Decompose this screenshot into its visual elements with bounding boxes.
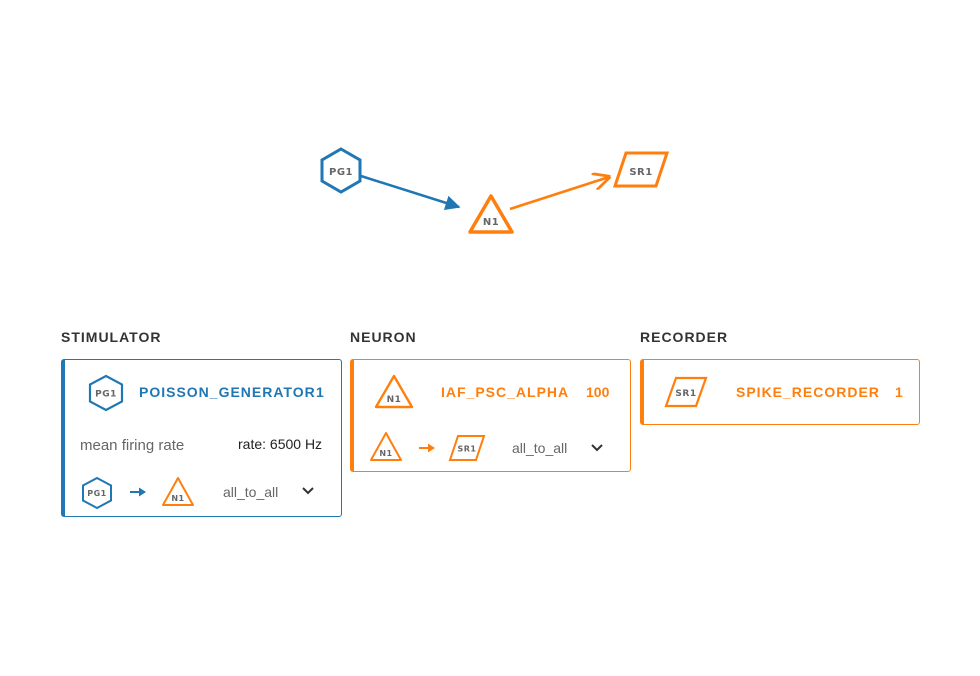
node-model-label[interactable]: SPIKE_RECORDER — [736, 384, 880, 400]
svg-text:N1: N1 — [171, 494, 184, 503]
hexagon-node-icon[interactable]: PG1 — [87, 374, 125, 412]
graph-node-label: SR1 — [629, 167, 652, 178]
graph-node-label: N1 — [483, 217, 499, 228]
triangle-node-icon: N1 — [162, 477, 194, 506]
svg-text:PG1: PG1 — [95, 390, 117, 400]
node-model-label[interactable]: POISSON_GENERATOR — [139, 384, 316, 400]
svg-text:N1: N1 — [387, 395, 402, 405]
graph-node-pg1[interactable]: PG1 — [320, 147, 362, 194]
recorder-column-title: RECORDER — [640, 329, 729, 345]
svg-text:SR1: SR1 — [458, 445, 477, 454]
connection-rule-select[interactable]: all_to_all — [512, 440, 568, 456]
svg-text:N1: N1 — [379, 449, 392, 458]
param-label: mean firing rate — [80, 437, 185, 454]
svg-text:SR1: SR1 — [675, 389, 696, 399]
stimulator-node-card[interactable]: PG1 POISSON_GENERATOR 1 mean firing rate… — [61, 359, 342, 517]
parallelogram-node-icon: SR1 — [448, 435, 486, 461]
stimulator-column-title: STIMULATOR — [61, 329, 162, 345]
svg-text:PG1: PG1 — [87, 489, 107, 498]
network-graph: PG1 N1 SR1 — [320, 147, 670, 234]
parallelogram-node-icon — [612, 151, 670, 188]
hexagon-node-icon — [320, 147, 362, 194]
node-count[interactable]: 100 — [586, 384, 610, 400]
arrow-right-icon — [419, 443, 435, 453]
chevron-down-icon[interactable] — [590, 443, 604, 453]
chevron-down-icon[interactable] — [301, 486, 315, 496]
connection-rule-select[interactable]: all_to_all — [223, 484, 279, 500]
recorder-node-card[interactable]: SR1 SPIKE_RECORDER 1 — [640, 359, 920, 425]
graph-node-label: PG1 — [329, 167, 353, 178]
triangle-node-icon — [468, 194, 514, 234]
node-count[interactable]: 1 — [316, 384, 324, 400]
edge-n1-sr1[interactable] — [509, 177, 609, 211]
node-model-label[interactable]: IAF_PSC_ALPHA — [441, 384, 570, 400]
graph-node-n1[interactable]: N1 — [468, 194, 514, 234]
neuron-node-card[interactable]: N1 IAF_PSC_ALPHA 100 N1 SR1 all_to_all — [350, 359, 631, 472]
neuron-column-title: NEURON — [350, 329, 417, 345]
triangle-node-icon[interactable]: N1 — [374, 374, 414, 410]
triangle-node-icon: N1 — [370, 432, 402, 461]
node-count[interactable]: 1 — [895, 384, 903, 400]
graph-node-sr1[interactable]: SR1 — [612, 151, 670, 188]
arrow-right-icon — [130, 487, 146, 497]
param-value[interactable]: rate: 6500 Hz — [238, 436, 323, 452]
parallelogram-node-icon[interactable]: SR1 — [664, 376, 708, 408]
hexagon-node-icon: PG1 — [82, 476, 112, 510]
edge-pg1-n1[interactable] — [360, 174, 461, 211]
